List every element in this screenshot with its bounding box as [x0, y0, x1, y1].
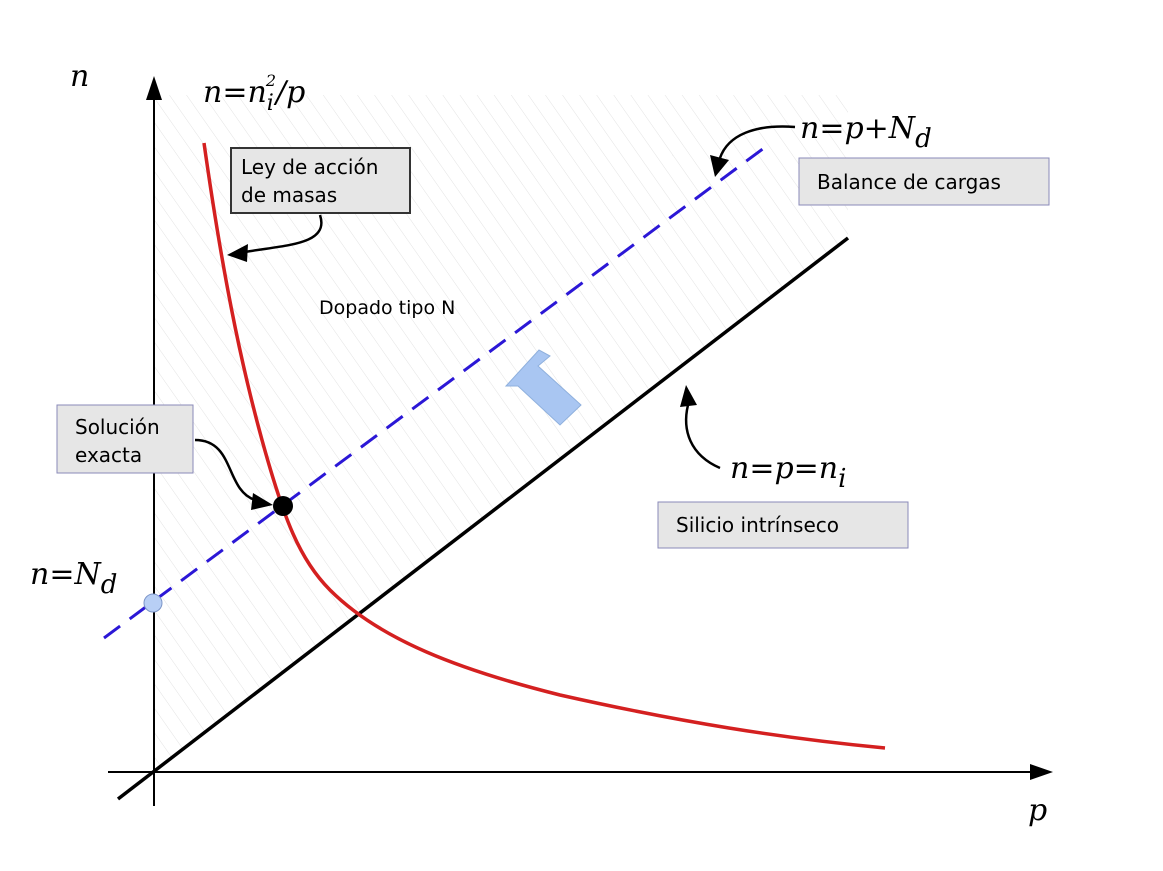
mass-action-box-line-1: Ley de acción: [241, 155, 378, 179]
solution-pointer-head: [251, 493, 273, 510]
donor-level-point: [143, 593, 163, 613]
mass-action-curve: [202, 142, 886, 750]
intrinsic-box: Silicio intrínseco: [657, 501, 909, 549]
charge-balance-box: Balance de cargas: [798, 157, 1050, 206]
n-type-region-label: Dopado tipo N: [319, 297, 455, 319]
solution-box-line-1: Solución: [75, 415, 160, 439]
mass-action-box: Ley de acción de masas: [230, 147, 411, 214]
intrinsic-box-label: Silicio intrínseco: [676, 513, 839, 537]
y-axis-arrowhead: [146, 76, 162, 100]
mass-action-pointer-head: [227, 244, 248, 262]
charge-balance-line: [103, 143, 769, 640]
x-axis-arrowhead: [1030, 764, 1053, 780]
solution-box-line-2: exacta: [75, 443, 142, 467]
pointer-arrows: [194, 125, 796, 510]
x-axis-label: p: [1028, 793, 1047, 828]
svg-text:Solución exacta: Solución exacta: [75, 415, 166, 467]
y-axis-label: n: [70, 59, 89, 94]
intrinsic-pointer-head: [680, 385, 697, 407]
solution-box: Solución exacta: [56, 404, 194, 474]
charge-balance-equation: n=p+Nd: [800, 111, 932, 154]
solution-pointer: [194, 438, 256, 502]
mass-action-equation: n=ni2/p: [203, 71, 305, 116]
svg-text:Ley de acción de masas: Ley de acción de masas: [241, 155, 385, 207]
shift-direction-arrow: [504, 349, 582, 426]
charge-balance-pointer: [718, 125, 796, 159]
intrinsic-line: [116, 236, 850, 801]
mass-action-box-line-2: de masas: [241, 183, 337, 207]
donor-level-equation: n=Nd: [30, 557, 117, 600]
intrinsic-pointer: [684, 404, 721, 470]
charge-balance-pointer-head: [710, 155, 729, 177]
solution-point: [273, 496, 293, 516]
mass-action-pointer: [244, 214, 323, 254]
intrinsic-equation: n=p=ni: [730, 451, 846, 494]
charge-balance-box-label: Balance de cargas: [817, 170, 1001, 194]
